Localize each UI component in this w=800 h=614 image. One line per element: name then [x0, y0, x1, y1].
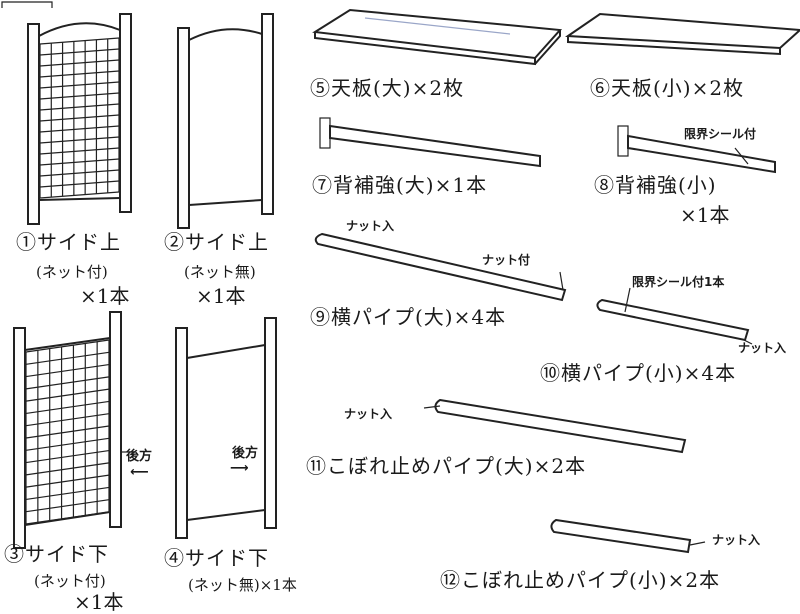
part-1-drawing — [27, 13, 132, 225]
net-line — [25, 449, 110, 464]
part-11-label: ⑪こぼれ止めパイプ(大)×2本 — [306, 454, 587, 478]
net-line — [39, 147, 120, 155]
part-3-qty: ×1本 — [74, 590, 124, 614]
nut-in-note-9: ナット入 — [346, 219, 395, 233]
net-line — [39, 114, 120, 122]
net-line — [25, 400, 110, 415]
part-12-label: ⑫こぼれ止めパイプ(小)×2本 — [440, 568, 721, 592]
net-line — [39, 125, 120, 133]
net-line — [39, 169, 120, 177]
part-3-drawing — [13, 311, 135, 549]
net-line — [39, 92, 120, 100]
net-line — [39, 158, 120, 166]
part-2-qty: ×1本 — [196, 284, 246, 308]
net-line — [25, 462, 110, 476]
rear-label-3: 後方 — [126, 449, 153, 464]
net-line — [39, 70, 120, 78]
part-8-qty: ×1本 — [680, 203, 730, 227]
part-6-label: ⑥天板(小)×2枚 — [590, 76, 745, 100]
net-line — [39, 59, 120, 67]
net-line — [39, 37, 120, 45]
part-8-drawing — [617, 125, 776, 174]
limit-seal-1-note: 限界シール付1本 — [632, 275, 725, 289]
part-12-drawing — [550, 518, 706, 554]
part-2-sub: (ネット無) — [184, 263, 256, 281]
rear-label-4: 後方 — [232, 446, 259, 461]
part-3-label: ③サイド下 — [4, 542, 109, 566]
nut-attached-note: ナット付 — [482, 253, 531, 267]
rear-arrow-4: ⟶ — [230, 461, 249, 476]
part-1-label: ①サイド上 — [16, 230, 121, 254]
part-4-label: ④サイド下 — [164, 546, 269, 570]
net-line — [25, 499, 110, 513]
part-4-sub: (ネット無)×1本 — [188, 576, 297, 594]
corner-bracket — [1, 1, 53, 8]
nut-in-note-12: ナット入 — [712, 533, 761, 547]
nut-in-note-11: ナット入 — [344, 407, 393, 421]
net-line — [39, 191, 120, 199]
net-line — [39, 136, 120, 144]
net-line — [25, 413, 110, 427]
part-5-drawing — [312, 8, 563, 66]
part-5-label: ⑤天板(大)×2枚 — [310, 76, 465, 100]
part-10-label: ⑩横パイプ(小)×4本 — [540, 361, 737, 385]
part-9-label: ⑨横パイプ(大)×4本 — [310, 305, 507, 329]
net-line — [25, 474, 110, 488]
limit-seal-note: 限界シール付 — [684, 127, 757, 141]
net-line — [25, 363, 110, 378]
net-line — [39, 180, 120, 188]
part-2-drawing — [177, 13, 274, 229]
part-6-drawing — [565, 12, 800, 56]
part-4-drawing — [175, 317, 277, 539]
net-line — [39, 81, 120, 89]
rear-arrow-3: ⟵ — [130, 465, 149, 480]
part-7-drawing — [319, 117, 541, 168]
net-line — [25, 425, 110, 439]
net-line — [39, 103, 120, 111]
part-3-sub: (ネット付) — [34, 572, 106, 590]
net-line — [25, 376, 110, 390]
net-line — [25, 351, 110, 365]
part-11-drawing — [423, 398, 687, 454]
net-line — [25, 486, 110, 501]
part-7-label: ⑦背補強(大)×1本 — [312, 173, 488, 197]
net-line — [25, 388, 110, 402]
net-line — [25, 339, 110, 353]
net-line — [25, 437, 110, 451]
part-2-label: ②サイド上 — [164, 230, 269, 254]
nut-in-note-10: ナット入 — [738, 341, 787, 355]
part-1-qty: ×1本 — [80, 284, 130, 308]
net-line — [25, 511, 110, 525]
part-1-sub: (ネット付) — [36, 263, 108, 281]
part-9-drawing — [314, 232, 567, 302]
part-8-label: ⑧背補強(小) — [594, 173, 717, 197]
part-10-drawing — [596, 287, 753, 345]
net-line — [39, 48, 120, 56]
